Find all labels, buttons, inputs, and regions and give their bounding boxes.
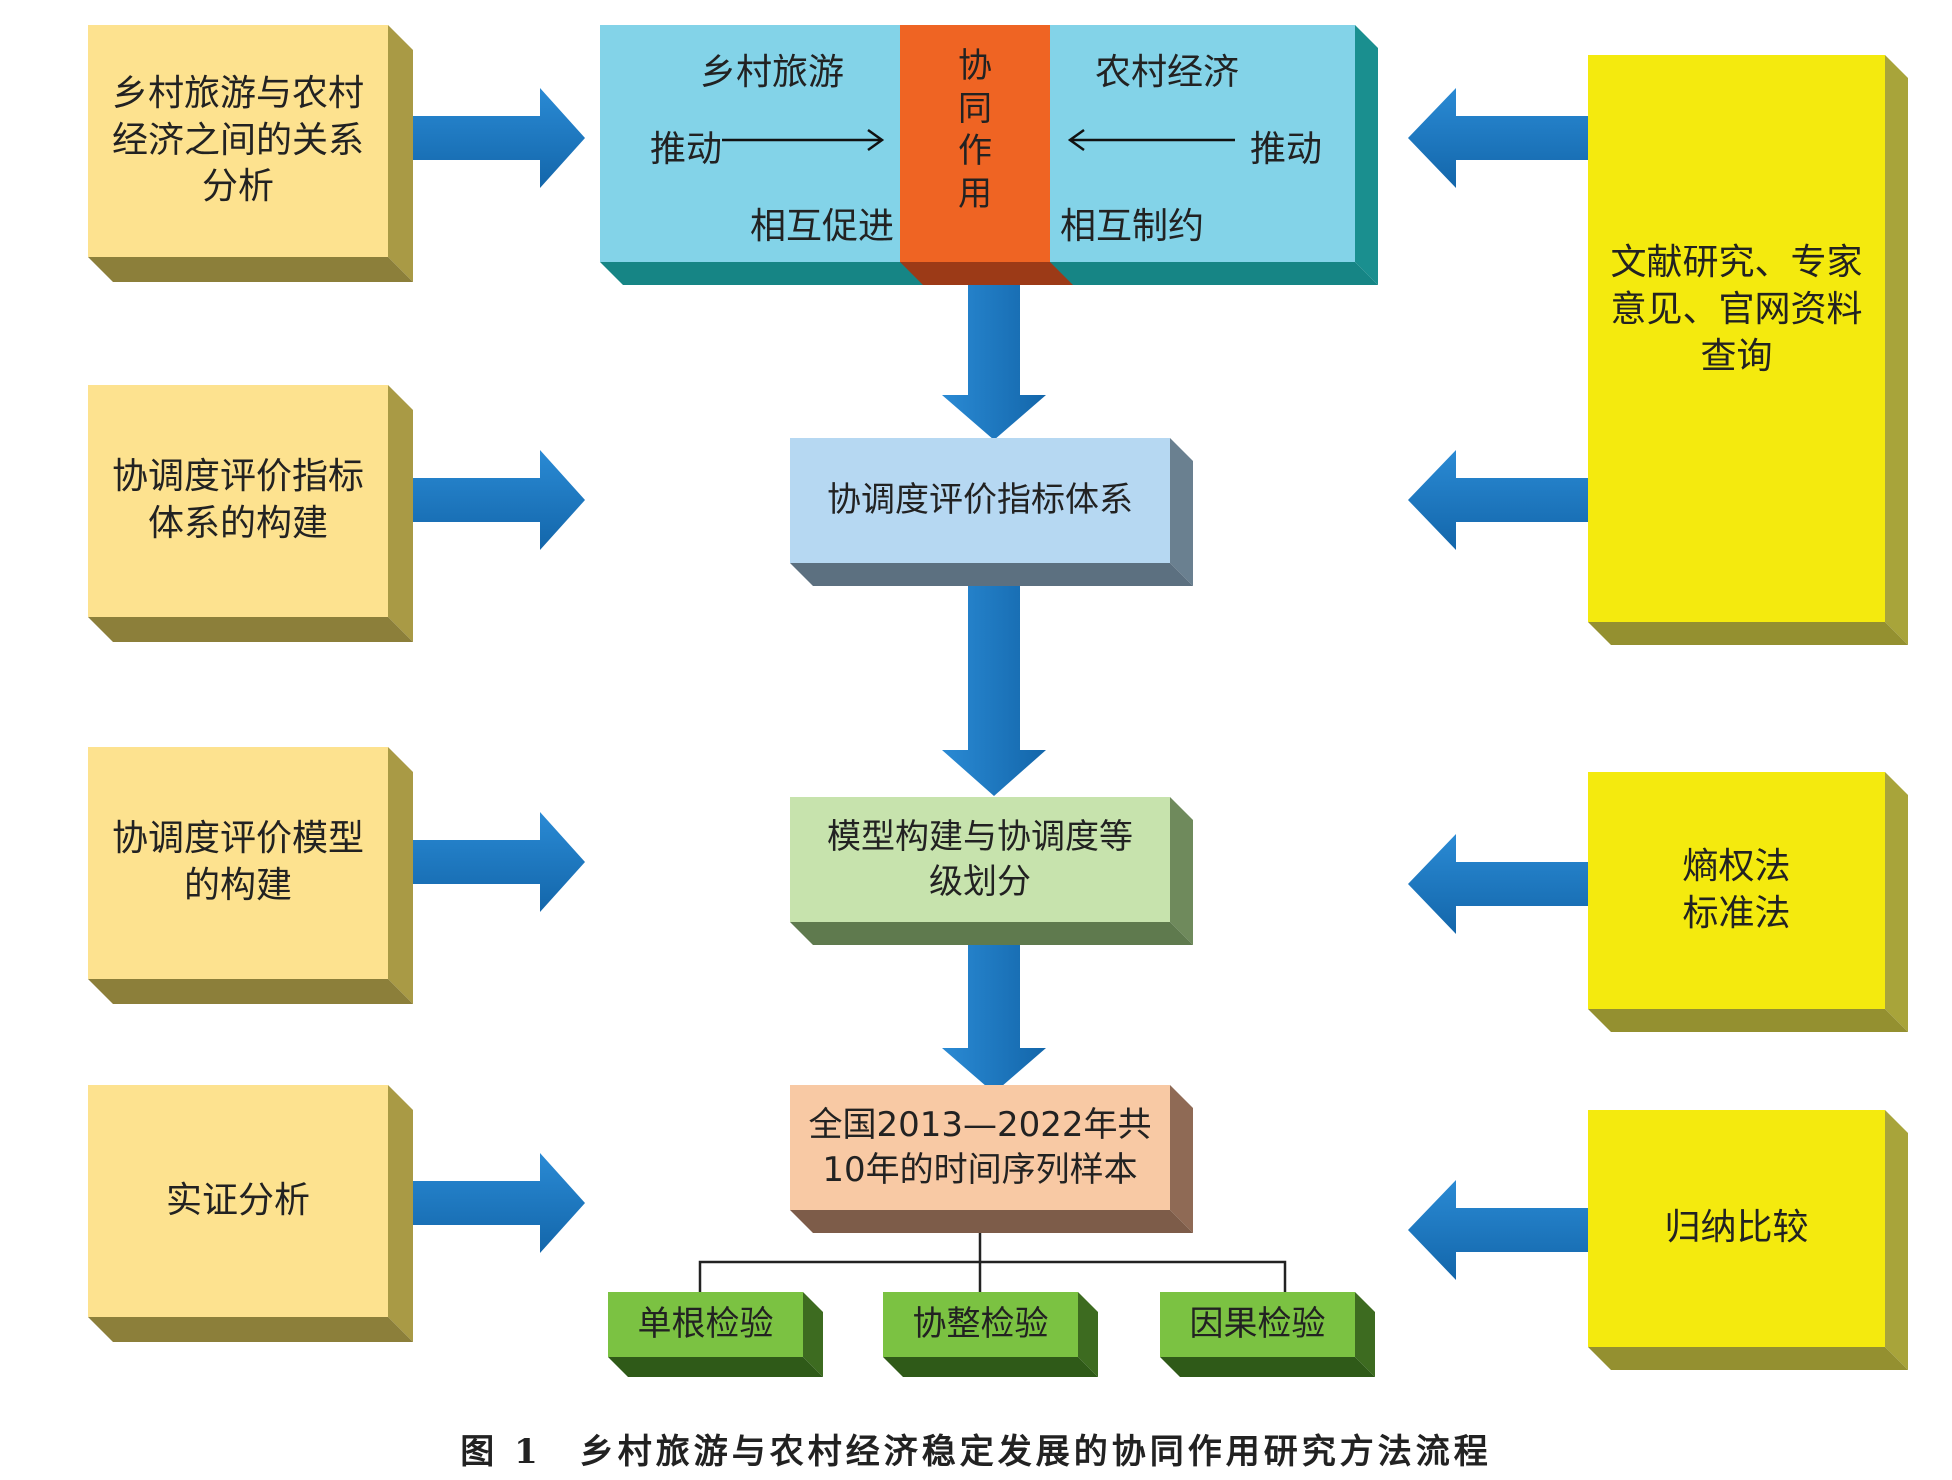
push-left-label: 推动 [650,129,723,170]
arrow-right-1 [405,88,585,188]
test-causality-label: 因果检验 [1160,1292,1355,1357]
tree-connector [698,1230,1287,1300]
sample-label: 全国2013—2022年共 10年的时间序列样本 [790,1085,1170,1210]
left-step-2: 协调度评价指标 体系的构建 [88,385,413,642]
push-right-arrowhead [867,128,885,152]
left-step-1: 乡村旅游与农村 经济之间的关系 分析 [88,25,413,282]
box-3d-shade [883,1292,1098,1377]
method-induction-label: 归纳比较 [1588,1110,1885,1347]
synergy-face: 协 同 作 用 乡村旅游 农村经济 推动 推动 相互促进 相互制约 [600,25,1355,262]
arrow-left-3 [1408,834,1597,934]
rural-tourism-label: 乡村旅游 [700,52,845,93]
push-arrows [722,128,1235,152]
synergy-center-label: 协 同 作 用 [958,46,992,214]
figure-caption: 图 1 乡村旅游与农村经济稳定发展的协同作用研究方法流程 [460,1432,1492,1472]
synergy-box: 协 同 作 用 乡村旅游 农村经济 推动 推动 相互促进 相互制约 [600,25,1378,285]
box-3d-shade [88,385,413,642]
mutual-promotion-label: 相互促进 [750,206,895,247]
box-3d-shade [600,25,1378,285]
arrow-left-1 [1408,88,1597,188]
index-system-box: 协调度评价指标体系 [790,438,1193,586]
left-step-2-label: 协调度评价指标 体系的构建 [88,385,388,617]
mutual-restriction-label: 相互制约 [1060,206,1205,247]
left-step-4-label: 实证分析 [88,1085,388,1317]
model-label: 模型构建与协调度等 级划分 [790,797,1170,922]
synergy-center-band [900,25,1050,262]
left-step-4: 实证分析 [88,1085,413,1342]
arrow-right-4 [405,1153,585,1253]
arrow-down-3 [942,940,1046,1093]
box-3d-shade [1588,55,1908,645]
box-3d-shade [608,1292,823,1377]
arrow-right-3 [405,812,585,912]
test-cointegration-label: 协整检验 [883,1292,1078,1357]
test-box-causality: 因果检验 [1160,1292,1375,1377]
left-step-3: 协调度评价模型 的构建 [88,747,413,1004]
test-box-cointegration: 协整检验 [883,1292,1098,1377]
box-3d-shade [1588,772,1908,1032]
method-box-literature: 文献研究、专家 意见、官网资料 查询 [1588,55,1908,645]
box-3d-shade [88,747,413,1004]
arrow-right-2 [405,450,585,550]
push-right-label: 推动 [1250,129,1323,170]
arrow-left-2 [1408,450,1597,550]
method-box-entropy: 熵权法 标准法 [1588,772,1908,1032]
box-3d-shade [790,1085,1193,1233]
arrow-down-1 [942,285,1046,440]
arrow-down-2 [942,580,1046,796]
box-3d-shade [88,25,413,282]
left-step-1-label: 乡村旅游与农村 经济之间的关系 分析 [88,25,388,257]
box-3d-shade [1588,1110,1908,1370]
method-box-induction: 归纳比较 [1588,1110,1908,1370]
arrow-left-4 [1408,1180,1597,1280]
box-3d-shade [88,1085,413,1342]
box-3d-shade [790,797,1193,945]
test-box-unit-root: 单根检验 [608,1292,823,1377]
rural-economy-label: 农村经济 [1095,52,1240,93]
box-3d-shade [1160,1292,1375,1377]
method-literature-label: 文献研究、专家 意见、官网资料 查询 [1588,55,1885,622]
sample-box: 全国2013—2022年共 10年的时间序列样本 [790,1085,1193,1233]
push-left-arrowhead [1067,128,1085,152]
index-system-label: 协调度评价指标体系 [790,438,1170,563]
box-3d-shade [790,438,1193,586]
test-unit-root-label: 单根检验 [608,1292,803,1357]
method-entropy-label: 熵权法 标准法 [1588,772,1885,1009]
left-step-3-label: 协调度评价模型 的构建 [88,747,388,979]
model-box: 模型构建与协调度等 级划分 [790,797,1193,945]
